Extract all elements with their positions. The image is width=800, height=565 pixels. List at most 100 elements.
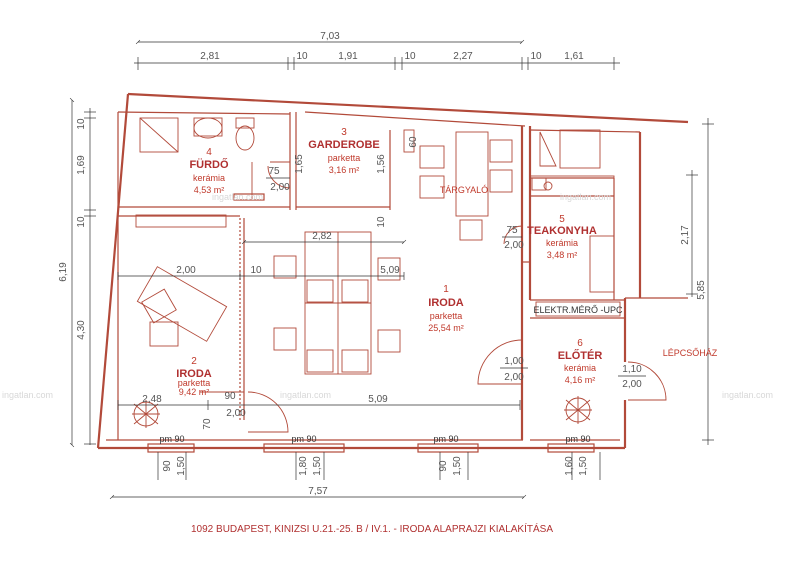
shower-icon — [139, 117, 179, 153]
stove-icon — [543, 181, 553, 191]
room-area: 9,42 m² — [179, 387, 210, 397]
room-name: GARDEROBE — [308, 139, 380, 151]
room-area: 3,16 m² — [329, 165, 360, 175]
office-chair — [273, 255, 297, 279]
office-chair — [149, 321, 179, 347]
meeting-chair — [489, 169, 513, 193]
dim-row-200: 2,00 — [176, 265, 196, 276]
meeting-chair — [419, 175, 445, 199]
plant-icon — [132, 400, 160, 428]
dim-bottom-509: 5,09 — [368, 394, 388, 405]
inner-dimensions: 75 2,00 1,65 1,56 10 60 2,82 2,00 10 5,0… — [117, 136, 646, 430]
watermark: ingatlan.com — [722, 390, 773, 400]
dim-top-5: 2,27 — [453, 51, 473, 62]
room-garderobe: 3 GARDEROBE parketta 3,16 m² — [308, 127, 380, 175]
office-chair — [341, 279, 369, 303]
door-swings — [200, 165, 667, 433]
windows — [147, 193, 595, 453]
room-iroda-1: 1 IRODA parketta 25,54 m² — [428, 284, 464, 333]
dim-row-10: 10 — [250, 265, 262, 276]
dim-top-4: 10 — [404, 51, 416, 62]
dim-furdo-door-height: 2,00 — [270, 182, 290, 193]
dim-total-bottom: 7,57 — [308, 486, 328, 497]
meeting-chair — [419, 145, 445, 169]
window-label-3: pm 90 — [433, 434, 458, 444]
room-iroda-2: 2 IRODA parketta 9,42 m² — [176, 356, 212, 397]
window-label-1: pm 90 — [159, 434, 184, 444]
dim-lepcso-door-height: 2,00 — [622, 379, 642, 390]
meeting-chair — [459, 219, 483, 241]
plan-caption: 1092 BUDAPEST, KINIZSI U.21.-25. B / IV.… — [191, 522, 553, 535]
meeting-table — [455, 131, 489, 217]
dim-garderobe-gap: 10 — [376, 216, 387, 228]
dim-left-2: 1,69 — [76, 155, 87, 175]
lepcsohaz-label: LÉPCSŐHÁZ — [663, 348, 718, 358]
dim-garderobe-width: 1,65 — [294, 154, 305, 174]
dim-window-2-b: 1,50 — [312, 456, 323, 476]
dim-top-2: 10 — [296, 51, 308, 62]
room-number: 4 — [206, 147, 212, 158]
dim-window-3-a: 90 — [438, 460, 449, 472]
fridge-icon — [589, 235, 615, 293]
shower-tray — [139, 117, 179, 153]
dim-lepcso-door-width: 1,10 — [622, 364, 642, 375]
dim-bottom-248: 2,48 — [142, 394, 162, 405]
window-label-2: pm 90 — [291, 434, 316, 444]
room-area: 4,53 m² — [194, 185, 225, 195]
dim-window-3-b: 1,50 — [452, 456, 463, 476]
room-name: IRODA — [176, 368, 212, 380]
office-chair — [377, 257, 401, 281]
kitchen-counter — [529, 175, 615, 197]
dim-top-6: 10 — [530, 51, 542, 62]
room-name: TEAKONYHA — [527, 225, 597, 237]
dim-furdo-door-width: 75 — [268, 166, 280, 177]
meeting-chair — [489, 139, 513, 163]
room-area: 25,54 m² — [428, 323, 464, 333]
room-number: 2 — [191, 356, 197, 367]
washbasin-icon — [193, 117, 223, 139]
plant-icon — [564, 396, 592, 424]
dim-left-3: 10 — [76, 216, 87, 228]
dim-bottom-70: 70 — [202, 418, 213, 430]
room-number: 3 — [341, 127, 347, 138]
room-number: 6 — [577, 338, 583, 349]
room-name: FÜRDŐ — [189, 158, 229, 171]
watermark: ingatlan.com — [212, 192, 263, 202]
walls — [96, 92, 689, 450]
dim-right-2: 5,85 — [696, 280, 707, 300]
room-number: 1 — [443, 284, 449, 295]
room-floor: kerámia — [564, 363, 596, 373]
toilet-tank — [235, 117, 255, 129]
dim-window-4-a: 1,60 — [564, 456, 575, 476]
room-furdo: 4 FÜRDŐ kerámia 4,53 m² — [189, 147, 229, 195]
dim-row-509: 5,09 — [380, 265, 400, 276]
room-name: ELŐTÉR — [558, 349, 603, 362]
dim-right-1: 2,17 — [680, 225, 691, 245]
dim-window-1-b: 1,50 — [176, 456, 187, 476]
targyalo-furniture — [403, 129, 513, 241]
room-floor: kerámia — [193, 173, 225, 183]
office-chair — [341, 349, 369, 373]
bathroom-fixtures — [139, 117, 290, 200]
dim-window-2-a: 1,80 — [298, 456, 309, 476]
dim-eloter-door-height: 2,00 — [504, 372, 524, 383]
room-name: IRODA — [428, 297, 464, 309]
office-chair — [306, 279, 334, 303]
bottom-window-dimensions: 90 1,50 1,80 1,50 90 1,50 1,60 1,50 7,57 — [109, 452, 601, 500]
office-chair — [306, 349, 334, 373]
room-area: 4,16 m² — [565, 375, 596, 385]
room-floor: parketta — [430, 311, 463, 321]
room-floor: parketta — [328, 153, 361, 163]
dim-top-7: 1,61 — [564, 51, 584, 62]
kitchen-fixtures — [529, 129, 615, 293]
dim-total-width: 7,03 — [320, 31, 340, 42]
watermark: ingatlan.com — [2, 390, 53, 400]
iroda2-furniture — [136, 266, 228, 347]
dim-iroda-top: 2,82 — [312, 231, 332, 242]
room-number: 5 — [559, 214, 565, 225]
elektr-label: ELEKTR.MÉRŐ -UPC — [533, 305, 623, 315]
dim-eloter-door-width: 1,00 — [504, 356, 524, 367]
left-dimensions: 6,19 10 1,69 10 4,30 — [58, 97, 96, 448]
dim-teak-door-width: 75 — [506, 225, 518, 236]
